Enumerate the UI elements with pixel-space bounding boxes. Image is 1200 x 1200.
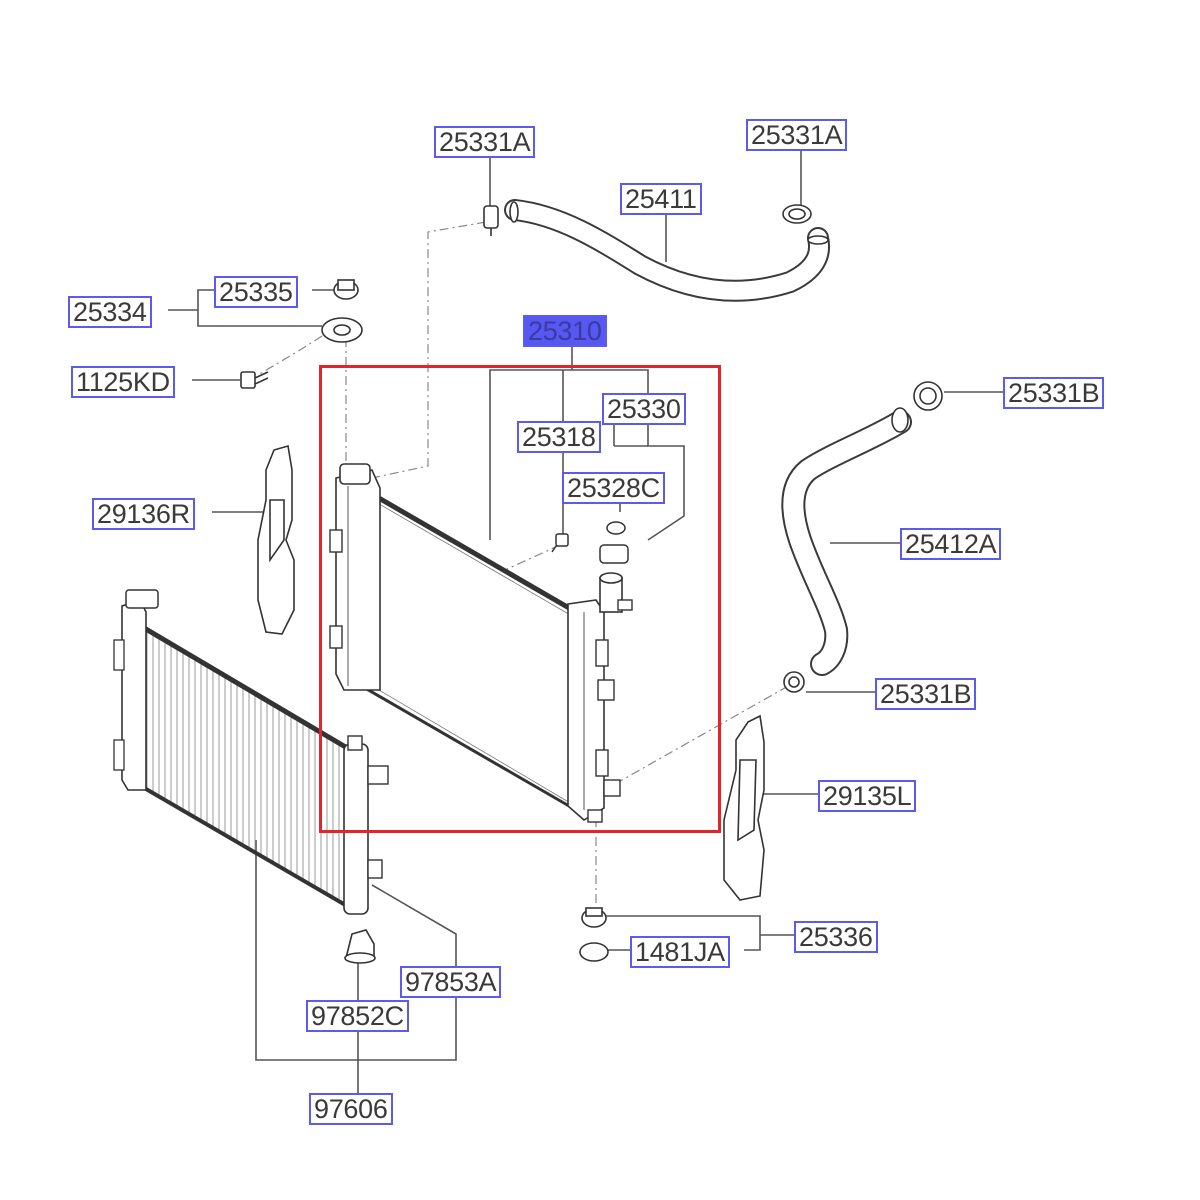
part-label-25336[interactable]: 25336 [794, 921, 878, 953]
part-label-97852C[interactable]: 97852C [306, 1000, 409, 1032]
part-label-25331A-top[interactable]: 25331A [434, 126, 536, 158]
part-label-25411[interactable]: 25411 [620, 183, 702, 215]
part-label-25318[interactable]: 25318 [517, 421, 601, 453]
radiator-assembly [329, 463, 633, 823]
part-label-25331A-right[interactable]: 25331A [746, 119, 848, 151]
condenser-assembly [113, 589, 389, 915]
part-label-97853A[interactable]: 97853A [400, 966, 502, 998]
part-label-97606[interactable]: 97606 [309, 1093, 393, 1125]
air-guard-brackets [257, 444, 765, 901]
mount-bushing-icons [240, 279, 363, 389]
part-label-25330[interactable]: 25330 [602, 393, 686, 425]
lower-insulator-icons [579, 907, 609, 962]
part-label-25334[interactable]: 25334 [68, 296, 152, 328]
part-label-25331B-mid[interactable]: 25331B [875, 678, 977, 710]
part-label-25335[interactable]: 25335 [214, 276, 298, 308]
part-label-29136R[interactable]: 29136R [92, 498, 195, 530]
part-label-25328C[interactable]: 25328C [562, 472, 665, 504]
part-label-1481JA[interactable]: 1481JA [630, 936, 730, 968]
hose-clamp-icons [483, 204, 943, 693]
upper-hose [504, 199, 830, 302]
lower-hose [781, 407, 912, 676]
insulator-icon [344, 929, 376, 964]
drain-plug-icons [551, 521, 629, 564]
part-label-25331B-top[interactable]: 25331B [1003, 377, 1105, 409]
part-label-29135L[interactable]: 29135L [818, 780, 917, 812]
part-label-25412A[interactable]: 25412A [900, 528, 1002, 560]
part-label-25310-selected[interactable]: 25310 [523, 315, 607, 347]
leader-lines [168, 148, 1003, 1094]
part-label-1125KD[interactable]: 1125KD [71, 366, 175, 398]
